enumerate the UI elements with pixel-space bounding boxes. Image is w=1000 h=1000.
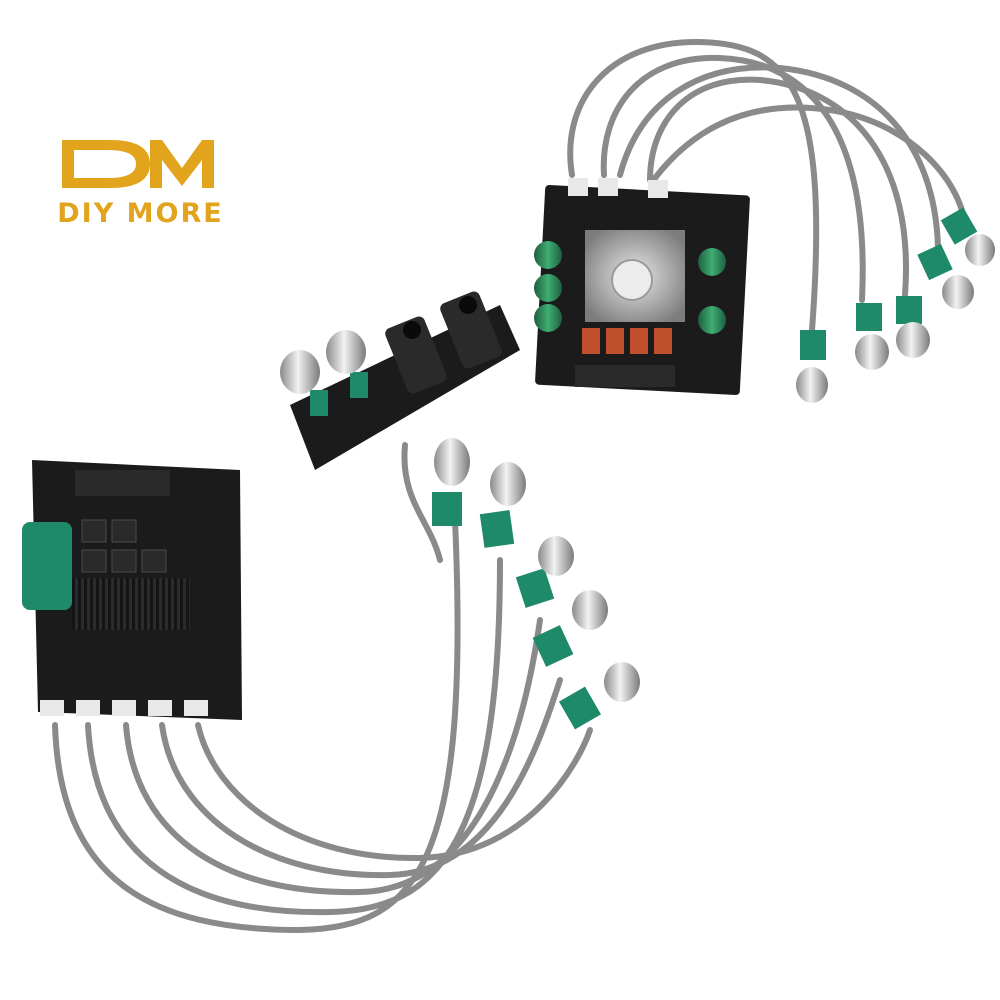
knob-group-top [796,207,995,403]
connector-header [648,180,668,198]
cable-bundle-bottom [52,442,593,934]
knob [896,296,930,358]
audio-jack [440,291,502,369]
capacitor [22,522,72,610]
knob [532,590,608,667]
connector-header [598,178,618,196]
terminal-block [75,470,170,496]
knob [940,207,995,266]
potentiometer [350,372,368,398]
connector-headers [40,700,208,716]
knob [515,536,574,608]
logo-letter-d [62,140,150,188]
connector-header [568,178,588,196]
knob [559,662,640,730]
knob [796,330,828,403]
potentiometer [310,390,328,416]
knob [917,243,974,309]
brand-name: DIY MORE [57,198,224,229]
inductors [81,519,167,573]
knob [855,303,889,370]
audio-jack-panel [290,291,520,470]
knob [479,462,526,548]
knob-group-jack-panel [280,330,366,394]
heatsink [585,230,685,322]
audio-jack [385,316,447,394]
amplifier-board-left [22,460,242,720]
knob [326,330,366,374]
logo-letter-m [150,140,214,188]
knob-group-bottom [432,438,640,730]
amplifier-board-top [534,178,750,396]
inductors [582,328,672,354]
heatsink [72,578,190,630]
capacitors [534,241,726,334]
knob [280,350,320,394]
knob [432,438,470,526]
cable-bundle-top [567,38,968,333]
terminal-block [575,365,675,387]
diymore-logo [62,140,214,188]
